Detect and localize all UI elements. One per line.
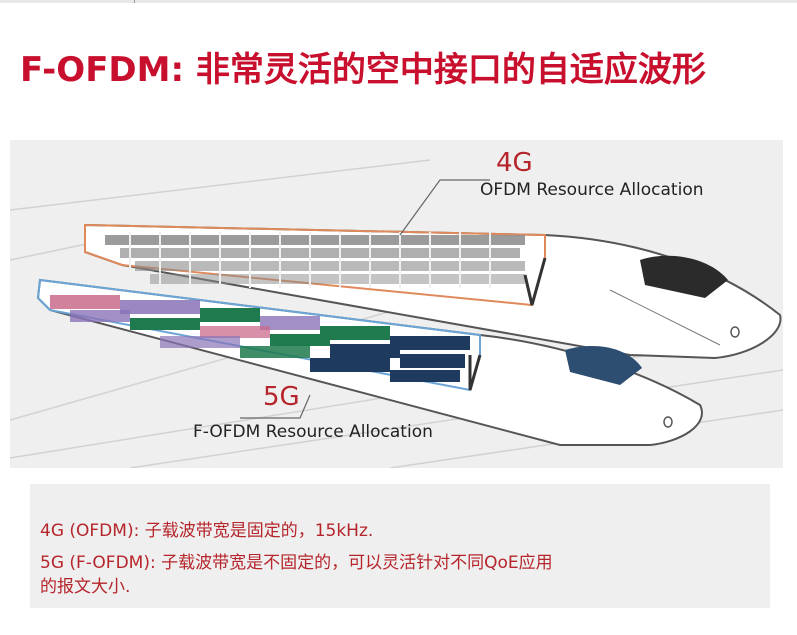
top-border [0,0,797,3]
notes-box: 4G (OFDM): 子载波带宽是固定的，15kHz. 5G (F-OFDM):… [30,484,770,608]
note-line-5g: 5G (F-OFDM): 子载波带宽是不固定的，可以灵活针对不同QoE应用 [40,553,553,573]
slide-title: F-OFDM: 非常灵活的空中接口的自适应波形 [20,50,706,90]
train-4g [84,223,782,360]
note-line-5g-cont: 的报文大小. [40,577,131,597]
label-5g: 5G [263,382,300,412]
train-illustration: 4G OFDM Resource Allocation 5G F-OFDM Re… [10,140,783,468]
label-5g-desc: F-OFDM Resource Allocation [193,422,433,442]
train-5g [36,278,703,446]
label-4g-desc: OFDM Resource Allocation [480,180,704,200]
trains-drawing [10,159,783,468]
label-4g: 4G [496,148,533,178]
note-line-4g: 4G (OFDM): 子载波带宽是固定的，15kHz. [40,521,374,541]
